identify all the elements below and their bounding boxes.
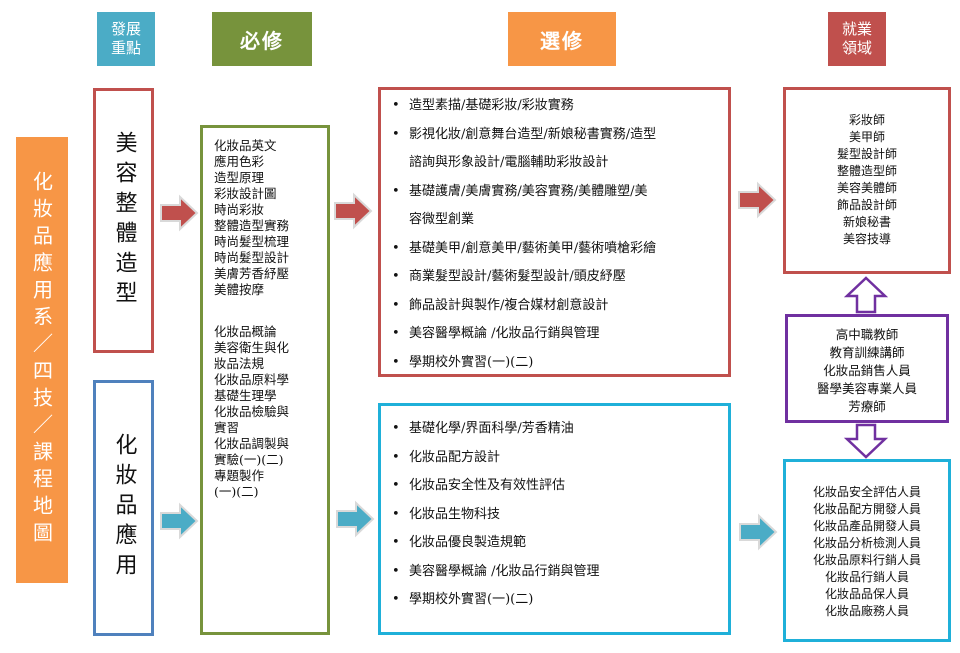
required-header: 必修 [212,12,312,66]
elective-beauty-item: 基礎美甲/創意美甲/藝術美甲/藝術噴槍彩繪 [383,235,724,264]
arrow-right-red-3 [738,181,777,219]
arrow-up-purple [843,276,889,314]
elective-cosmetics-item: 化妝品生物科技 [383,501,724,530]
arrow-right-red-2 [334,192,373,230]
arrow-right-blue-2 [336,500,375,538]
career-beauty-box: 彩妝師 美甲師 髮型設計師 整體造型師 美容美體師 飾品設計師 新娘秘書 美容技… [783,87,951,274]
arrow-right-blue-1 [160,502,199,540]
elective-cosmetics-list: 基礎化學/界面科學/芳香精油化妝品配方設計化妝品安全性及有效性評估化妝品生物科技… [383,415,724,615]
track-beauty-box: 美容整體造型 [93,88,154,353]
program-title: 化妝品應用系／四技／課程地圖 [29,171,54,549]
elective-beauty-item: 飾品設計與製作/複合媒材創意設計 [383,292,724,321]
elective-beauty-item: 基礎護膚/美膚實務/美容實務/美體雕塑/美 [383,178,724,207]
elective-cosmetics-box: 基礎化學/界面科學/芳香精油化妝品配方設計化妝品安全性及有效性評估化妝品生物科技… [378,403,731,635]
program-title-box: 化妝品應用系／四技／課程地圖 [16,137,68,583]
elective-beauty-item: 商業髮型設計/藝術髮型設計/頭皮紓壓 [383,263,724,292]
elective-beauty-item: 美容醫學概論 /化妝品行銷與管理 [383,320,724,349]
elective-beauty-box: 造型素描/基礎彩妝/彩妝實務影視化妝/創意舞台造型/新娘秘書實務/造型諮詢與形象… [378,87,731,377]
arrow-down-purple [843,423,889,459]
career-header: 就業 領域 [828,12,886,66]
focus-header: 發展 重點 [97,12,155,66]
elective-cosmetics-item: 美容醫學概論 /化妝品行銷與管理 [383,558,724,587]
arrow-right-red-1 [160,194,199,232]
elective-cosmetics-item: 化妝品安全性及有效性評估 [383,472,724,501]
elective-beauty-list: 造型素描/基礎彩妝/彩妝實務影視化妝/創意舞台造型/新娘秘書實務/造型諮詢與形象… [383,92,724,377]
required-courses-box: 化妝品英文 應用色彩 造型原理 彩妝設計圖 時尚彩妝 整體造型實務 時尚髮型梳理… [200,125,330,635]
career-shared-box: 高中職教師 教育訓練講師 化妝品銷售人員 醫學美容專業人員 芳療師 [785,314,949,423]
career-beauty-list: 彩妝師 美甲師 髮型設計師 整體造型師 美容美體師 飾品設計師 新娘秘書 美容技… [836,113,897,246]
track-beauty-label: 美容整體造型 [111,130,137,311]
elective-beauty-item: 影視化妝/創意舞台造型/新娘秘書實務/造型 [383,121,724,150]
elective-beauty-item: 學期校外實習(一)(二) [383,349,724,378]
track-cosmetics-label: 化妝品應用 [111,433,137,583]
elective-beauty-item: 諮詢與形象設計/電腦輔助彩妝設計 [409,155,609,170]
career-cosmetics-box: 化妝品安全評估人員 化妝品配方開發人員 化妝品產品開發人員 化妝品分析檢測人員 … [783,459,951,642]
career-shared-list: 高中職教師 教育訓練講師 化妝品銷售人員 醫學美容專業人員 芳療師 [816,327,917,414]
elective-cosmetics-item: 化妝品優良製造規範 [383,529,724,558]
elective-beauty-item: 容微型創業 [409,212,475,227]
career-cosmetics-list: 化妝品安全評估人員 化妝品配方開發人員 化妝品產品開發人員 化妝品分析檢測人員 … [812,485,921,618]
track-cosmetics-box: 化妝品應用 [93,380,154,636]
elective-cosmetics-item: 基礎化學/界面科學/芳香精油 [383,415,724,444]
required-cosmetics-list: 化妝品概論 美容衛生與化 妝品法規 化妝品原料學 基礎生理學 化妝品檢驗與 實習… [214,324,290,499]
elective-cosmetics-item: 學期校外實習(一)(二) [383,586,724,615]
elective-header: 選修 [508,12,616,66]
arrow-right-blue-3 [739,513,778,551]
elective-cosmetics-item: 化妝品配方設計 [383,444,724,473]
required-beauty-list: 化妝品英文 應用色彩 造型原理 彩妝設計圖 時尚彩妝 整體造型實務 時尚髮型梳理… [214,138,290,297]
elective-beauty-item: 造型素描/基礎彩妝/彩妝實務 [383,92,724,121]
